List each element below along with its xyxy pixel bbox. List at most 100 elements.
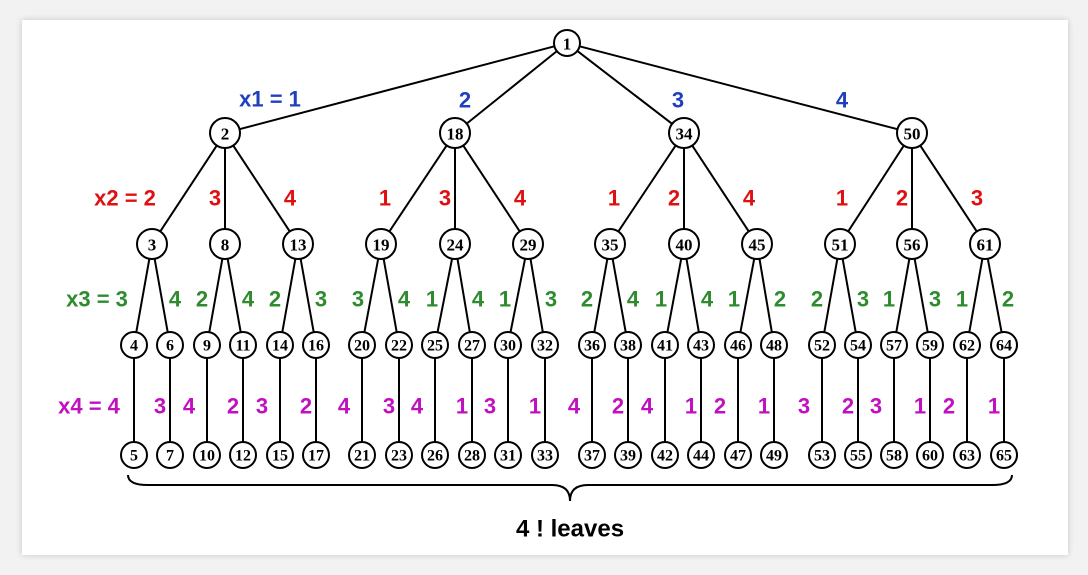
node-5: 5: [120, 441, 148, 469]
edge-51-52: [823, 258, 839, 333]
edge-56-57: [895, 258, 911, 333]
node-33: 33: [531, 441, 559, 469]
node-label: 15: [272, 448, 288, 465]
node-52: 52: [808, 331, 836, 359]
node-43: 43: [687, 331, 715, 359]
edge-label-36: 2: [581, 287, 593, 312]
node-37: 37: [578, 441, 606, 469]
edge-label-31: 3: [484, 394, 496, 419]
node-circle: [193, 441, 221, 469]
edge-61-62: [968, 258, 984, 333]
node-17: 17: [302, 441, 330, 469]
node-label: 28: [464, 448, 480, 465]
node-59: 59: [916, 331, 944, 359]
edge-label-35: 1: [608, 186, 620, 211]
node-circle: [808, 441, 836, 469]
node-label: 58: [886, 448, 902, 465]
node-51: 51: [824, 228, 856, 260]
node-circle: [229, 331, 257, 359]
edge-29-32: [529, 258, 544, 333]
node-label: 29: [520, 236, 537, 255]
node-13: 13: [282, 228, 314, 260]
edge-label-38: 4: [627, 287, 640, 312]
edge-56-59: [913, 258, 929, 333]
node-circle: [724, 331, 752, 359]
edge-label-2: x1 = 1: [239, 87, 301, 112]
node-circle: [844, 441, 872, 469]
node-label: 18: [447, 125, 464, 144]
node-circle: [120, 441, 148, 469]
node-circle: [687, 331, 715, 359]
edge-label-41: 1: [655, 287, 667, 312]
edge-labels: x1 = 1x2 = 2x3 = 3x4 = 44332442423322134…: [58, 87, 1014, 419]
node-label: 64: [996, 338, 1012, 355]
node-21: 21: [348, 441, 376, 469]
edge-1-18: [466, 50, 558, 125]
node-circle: [651, 331, 679, 359]
node-11: 11: [229, 331, 257, 359]
node-label: 44: [693, 448, 709, 465]
node-circle: [458, 441, 486, 469]
node-circle: [990, 331, 1018, 359]
edge-label-4: x3 = 3: [66, 287, 128, 312]
node-19: 19: [365, 228, 397, 260]
edge-35-38: [611, 258, 627, 333]
node-circle: [120, 331, 148, 359]
node-label: 11: [235, 338, 250, 355]
node-38: 38: [614, 331, 642, 359]
node-26: 26: [421, 441, 449, 469]
node-15: 15: [266, 441, 294, 469]
node-label: 13: [290, 236, 307, 255]
node-label: 9: [203, 338, 211, 355]
edge-label-42: 4: [641, 394, 654, 419]
node-50: 50: [896, 117, 928, 149]
node-58: 58: [880, 441, 908, 469]
node-41: 41: [651, 331, 679, 359]
node-46: 46: [724, 331, 752, 359]
node-label: 17: [308, 448, 324, 465]
node-label: 55: [850, 448, 866, 465]
node-circle: [824, 228, 856, 260]
edge-40-43: [685, 258, 700, 333]
node-circle: [266, 441, 294, 469]
node-40: 40: [668, 228, 700, 260]
node-circle: [990, 441, 1018, 469]
node-circle: [844, 331, 872, 359]
node-64: 64: [990, 331, 1018, 359]
node-39: 39: [614, 441, 642, 469]
edge-18-29: [462, 144, 521, 233]
node-label: 52: [814, 338, 830, 355]
node-48: 48: [760, 331, 788, 359]
node-label: 21: [354, 448, 370, 465]
node-20: 20: [348, 331, 376, 359]
edge-label-34: 3: [672, 88, 684, 113]
node-label: 5: [130, 448, 138, 465]
node-circle: [969, 228, 1001, 260]
edge-13-14: [281, 258, 297, 333]
node-45: 45: [741, 228, 773, 260]
node-label: 30: [500, 338, 516, 355]
node-circle: [512, 228, 544, 260]
node-61: 61: [969, 228, 1001, 260]
node-label: 8: [221, 236, 230, 255]
node-circle: [724, 441, 752, 469]
edge-label-28: 1: [456, 394, 468, 419]
edge-label-23: 3: [383, 394, 395, 419]
edge-label-59: 3: [929, 287, 941, 312]
node-16: 16: [302, 331, 330, 359]
edge-label-20: 3: [352, 287, 364, 312]
node-circle: [953, 441, 981, 469]
node-label: 10: [199, 448, 215, 465]
node-3: 3: [136, 228, 168, 260]
node-circle: [578, 441, 606, 469]
node-circle: [896, 117, 928, 149]
edge-61-64: [986, 258, 1003, 333]
permutation-tree: x1 = 1x2 = 2x3 = 3x4 = 44332442423322134…: [58, 29, 1018, 543]
edge-label-24: 3: [439, 186, 451, 211]
node-circle: [578, 331, 606, 359]
node-label: 42: [657, 448, 673, 465]
node-circle: [760, 441, 788, 469]
node-28: 28: [458, 441, 486, 469]
node-circle: [266, 331, 294, 359]
node-label: 26: [427, 448, 443, 465]
